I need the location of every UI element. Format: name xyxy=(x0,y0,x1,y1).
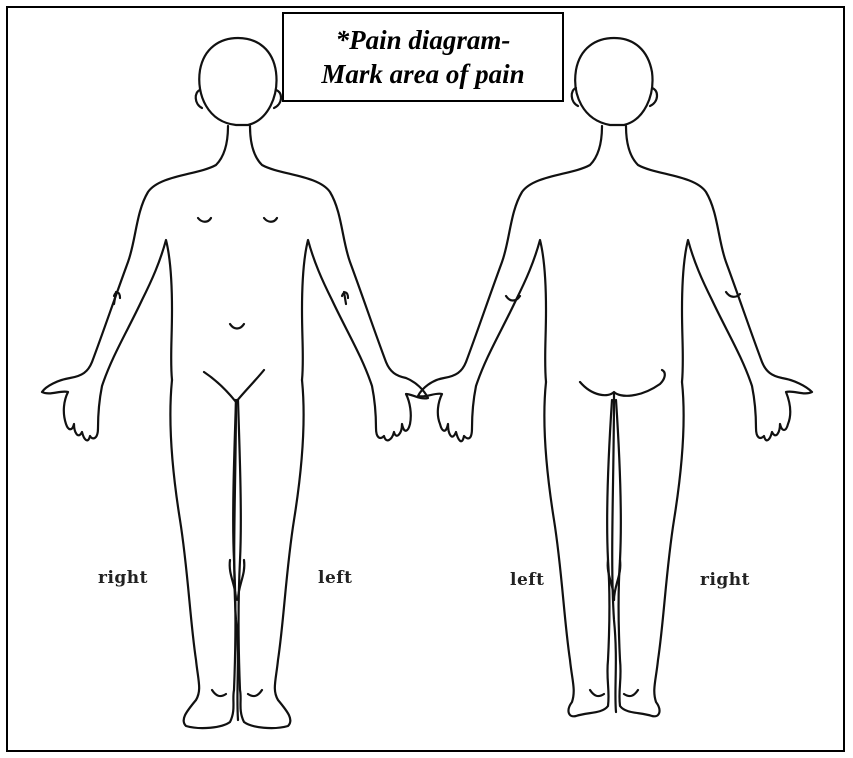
front-left-label: left xyxy=(318,568,352,588)
title-line-1: *Pain diagram- xyxy=(336,23,511,57)
back-left-label: left xyxy=(510,570,544,590)
title-line-2: Mark area of pain xyxy=(321,57,524,91)
front-head xyxy=(199,38,276,125)
back-body-figure[interactable] xyxy=(418,38,812,716)
front-groin-line xyxy=(204,370,264,402)
front-right-label: right xyxy=(98,568,148,588)
back-right-label: right xyxy=(700,570,750,590)
back-buttocks-line xyxy=(580,370,665,396)
front-body-figure[interactable] xyxy=(42,38,428,728)
back-head xyxy=(575,38,652,125)
title-box: *Pain diagram- Mark area of pain xyxy=(282,12,564,102)
